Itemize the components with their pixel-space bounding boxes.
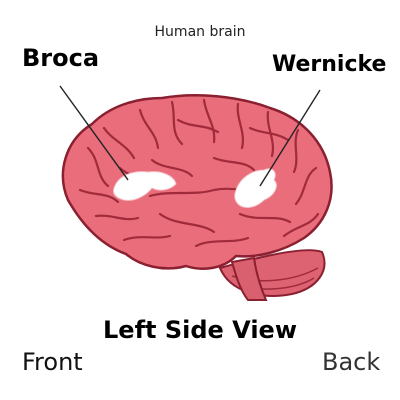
broca-area	[113, 171, 177, 201]
broca-label: Broca	[22, 44, 100, 72]
front-label: Front	[22, 348, 83, 376]
diagram-title: Human brain	[154, 24, 246, 40]
wernicke-pointer-line	[259, 89, 321, 187]
wernicke-label: Wernicke	[272, 52, 387, 77]
brain-stem	[230, 256, 268, 301]
back-label: Back	[322, 348, 381, 376]
wernicke-area	[234, 168, 277, 208]
cerebrum	[61, 94, 333, 270]
brain-folds	[78, 98, 320, 248]
view-label: Left Side View	[103, 316, 297, 344]
broca-pointer-line	[59, 85, 129, 181]
